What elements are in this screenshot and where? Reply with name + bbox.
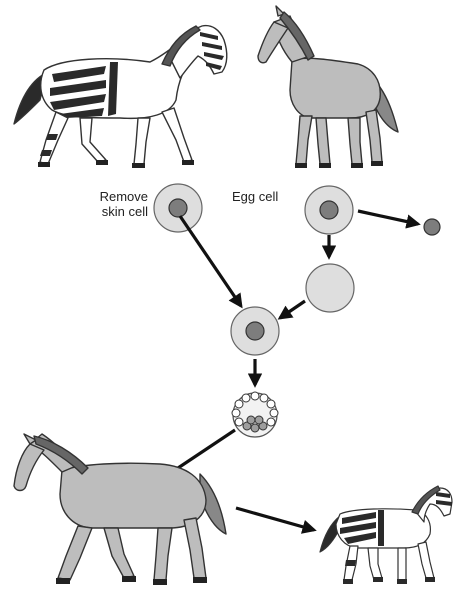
enucleated-egg-cell bbox=[306, 264, 354, 312]
donor-zebra-horse bbox=[14, 26, 227, 168]
cloned-offspring-horse bbox=[320, 486, 452, 584]
egg-donor-gray-horse bbox=[258, 6, 398, 168]
remove-skin-cell-label-line2: skin cell bbox=[70, 204, 148, 219]
arrow-egg-to-nucleus bbox=[358, 211, 418, 224]
egg-cell-label: Egg cell bbox=[232, 189, 306, 204]
arrow-surrogate-to-offspring bbox=[236, 508, 314, 530]
removed-nucleus bbox=[424, 219, 440, 235]
skin-cell bbox=[154, 184, 202, 232]
remove-skin-cell-label: Remove skin cell bbox=[70, 189, 148, 219]
remove-skin-cell-label-line1: Remove bbox=[70, 189, 148, 204]
embryo-blastocyst bbox=[232, 392, 278, 437]
arrow-enucleated-to-fused bbox=[280, 301, 305, 318]
egg-cell bbox=[305, 186, 353, 234]
arrow-skin-to-fused bbox=[180, 216, 241, 306]
fused-cell bbox=[231, 307, 279, 355]
